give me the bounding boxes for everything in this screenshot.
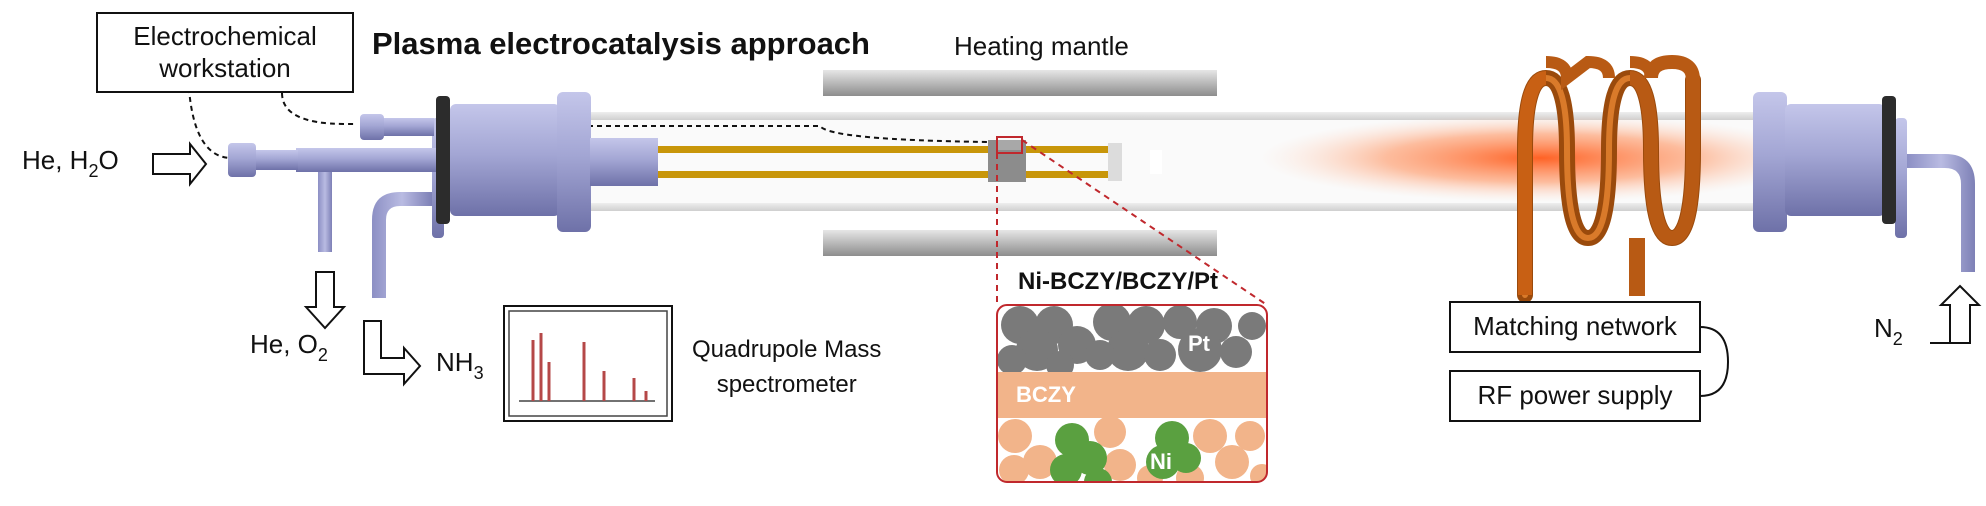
outlet-gas-subscript: 2	[317, 345, 328, 365]
n2-subscript: 2	[1892, 329, 1903, 349]
outlet-down-arrow	[303, 271, 347, 330]
workstation-line-2: workstation	[159, 52, 291, 83]
cell-inset-border	[996, 304, 1268, 483]
n2-label: N2	[1874, 313, 1903, 349]
rf-power-supply-box: RF power supply	[1449, 370, 1701, 422]
electrochemical-workstation-box: Electrochemical workstation	[96, 12, 354, 93]
workstation-line-1: Electrochemical	[133, 21, 317, 52]
diagram-title: Plasma electrocatalysis approach	[372, 26, 870, 61]
heating-mantle-bottom	[823, 230, 1217, 256]
product-subscript: 3	[473, 363, 484, 383]
product-label: NH3	[436, 347, 484, 383]
qms-line-2: spectrometer	[716, 370, 857, 398]
heating-mantle-label: Heating mantle	[954, 31, 1129, 61]
qms-label: Quadrupole Mass spectrometer	[692, 333, 881, 403]
inlet-gas-text: He, H	[22, 145, 89, 175]
bczy-label: BCZY	[1016, 382, 1076, 407]
product-text: NH	[436, 347, 474, 377]
plasma-glow	[1260, 114, 1820, 202]
matching-network-label: Matching network	[1473, 311, 1677, 342]
spectrum-display	[503, 305, 673, 422]
rf-coil	[1517, 54, 1701, 303]
heating-mantle-top	[823, 70, 1217, 96]
bczy-layer	[997, 372, 1267, 418]
rf-connector	[1699, 326, 1730, 397]
zoom-lines	[996, 139, 1268, 306]
ni-bczy-particles	[998, 416, 1267, 482]
n2-arrow	[1930, 284, 1982, 344]
left-fitting	[228, 92, 658, 298]
rf-power-supply-label: RF power supply	[1477, 380, 1673, 411]
ni-label: Ni	[1150, 449, 1172, 474]
workstation-wires	[187, 69, 991, 159]
inlet-gas-label: He, H2O	[22, 145, 119, 181]
qms-line-1: Quadrupole Mass	[692, 336, 882, 363]
electrode-rods	[658, 136, 1162, 182]
inlet-gas-subscript: 2	[88, 161, 99, 181]
cell-title: Ni-BCZY/BCZY/Pt	[1018, 268, 1218, 295]
cell-inset: BCZY Pt Ni	[997, 305, 1267, 482]
pt-label: Pt	[1188, 331, 1211, 356]
outlet-gas-text: He, O	[250, 329, 318, 359]
outlet-gas-label: He, O2	[250, 329, 328, 365]
inlet-arrow	[152, 141, 208, 187]
matching-network-box: Matching network	[1449, 301, 1701, 353]
n2-text: N	[1874, 313, 1893, 343]
right-fitting	[1753, 92, 1975, 272]
inlet-gas-tail: O	[98, 145, 119, 175]
product-arrow	[363, 320, 422, 387]
